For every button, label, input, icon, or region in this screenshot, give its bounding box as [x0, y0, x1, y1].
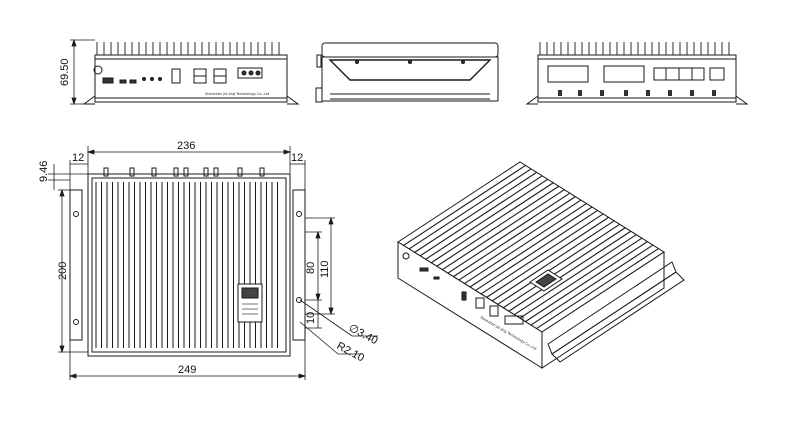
fin — [464, 203, 587, 284]
front-panel-caption: Shenzhen Jia Jing Technology Co.,Ltd — [205, 92, 269, 96]
dim-12-left: 12 — [72, 152, 84, 164]
antenna-connector — [151, 167, 157, 177]
dim-12-right: 12 — [291, 152, 303, 164]
antenna-connector — [203, 167, 209, 177]
left-bracket — [69, 189, 83, 341]
right-bracket — [292, 189, 306, 341]
top-view-fins — [95, 182, 278, 348]
fin — [508, 230, 632, 312]
fin — [430, 182, 554, 264]
hdmi-port — [171, 68, 181, 84]
dim-200: 200 — [57, 262, 69, 280]
rj45-port — [709, 67, 725, 81]
fin — [408, 168, 532, 250]
rear-view-fins — [539, 42, 730, 55]
fin — [414, 171, 537, 253]
button-2 — [150, 77, 154, 81]
side-view — [315, 42, 499, 103]
antenna-stub — [316, 54, 322, 68]
isometric-view: Shenzhen Jia Jing Technology Co.,Ltd — [397, 161, 685, 369]
dim-10: 10 — [305, 312, 317, 324]
button-1 — [142, 77, 146, 81]
rear-view-body — [537, 54, 737, 103]
fin — [536, 248, 659, 329]
antenna-connector — [183, 167, 189, 177]
fin — [419, 175, 543, 257]
dim-236: 236 — [177, 140, 195, 152]
fin — [480, 213, 604, 295]
top-view — [69, 167, 306, 357]
fin — [530, 244, 654, 326]
fin — [442, 189, 565, 271]
fin — [447, 192, 571, 274]
terminal-block — [237, 67, 263, 79]
fin — [403, 165, 526, 246]
iso-right-face — [541, 251, 665, 369]
dim-corner-radius: R2.10 — [335, 340, 367, 364]
height-dimension — [70, 38, 95, 106]
dim-9-46: 9.46 — [38, 161, 50, 182]
rear-connector-1 — [547, 65, 589, 83]
side-view-body — [321, 56, 499, 102]
dim-110: 110 — [319, 260, 331, 278]
rear-connector-2 — [603, 65, 645, 83]
antenna-connector — [103, 167, 109, 177]
top-view-outline — [87, 173, 291, 357]
side-view-lid — [321, 42, 499, 58]
front-left-tab — [82, 95, 96, 105]
antenna-connector — [129, 167, 135, 177]
fin — [475, 210, 598, 291]
dim-80: 80 — [305, 262, 317, 274]
fin — [486, 216, 609, 298]
height-label: 69.50 — [59, 58, 71, 86]
led-2 — [129, 79, 137, 84]
led-1 — [119, 79, 127, 84]
fin — [469, 206, 593, 288]
fin — [519, 237, 643, 319]
iso-fins — [403, 165, 659, 329]
fin — [502, 227, 626, 309]
antenna-connector — [173, 167, 179, 177]
fin — [525, 241, 648, 323]
dim-249: 249 — [178, 364, 196, 376]
dc-jack — [102, 77, 114, 84]
top-view-dimensions — [48, 146, 378, 380]
front-view-fins — [96, 42, 280, 55]
fin — [514, 234, 637, 316]
logo-mark — [93, 65, 103, 75]
antenna-connector — [259, 167, 265, 177]
front-view: Shenzhen Jia Jing Technology Co.,Ltd — [82, 42, 300, 105]
fin — [458, 199, 582, 281]
fin — [497, 223, 620, 305]
front-right-tab — [286, 95, 300, 105]
fin — [491, 220, 615, 302]
antenna-connector — [237, 167, 243, 177]
fin — [425, 178, 548, 260]
fin — [453, 196, 576, 278]
top-view-antennas — [103, 167, 265, 177]
antenna-connector — [213, 167, 219, 177]
rear-view — [525, 42, 749, 105]
dim-hole-diameter: ∅3.40 — [347, 322, 380, 347]
button-3 — [158, 77, 162, 81]
fin — [436, 185, 560, 267]
antenna-connectors — [558, 90, 716, 96]
